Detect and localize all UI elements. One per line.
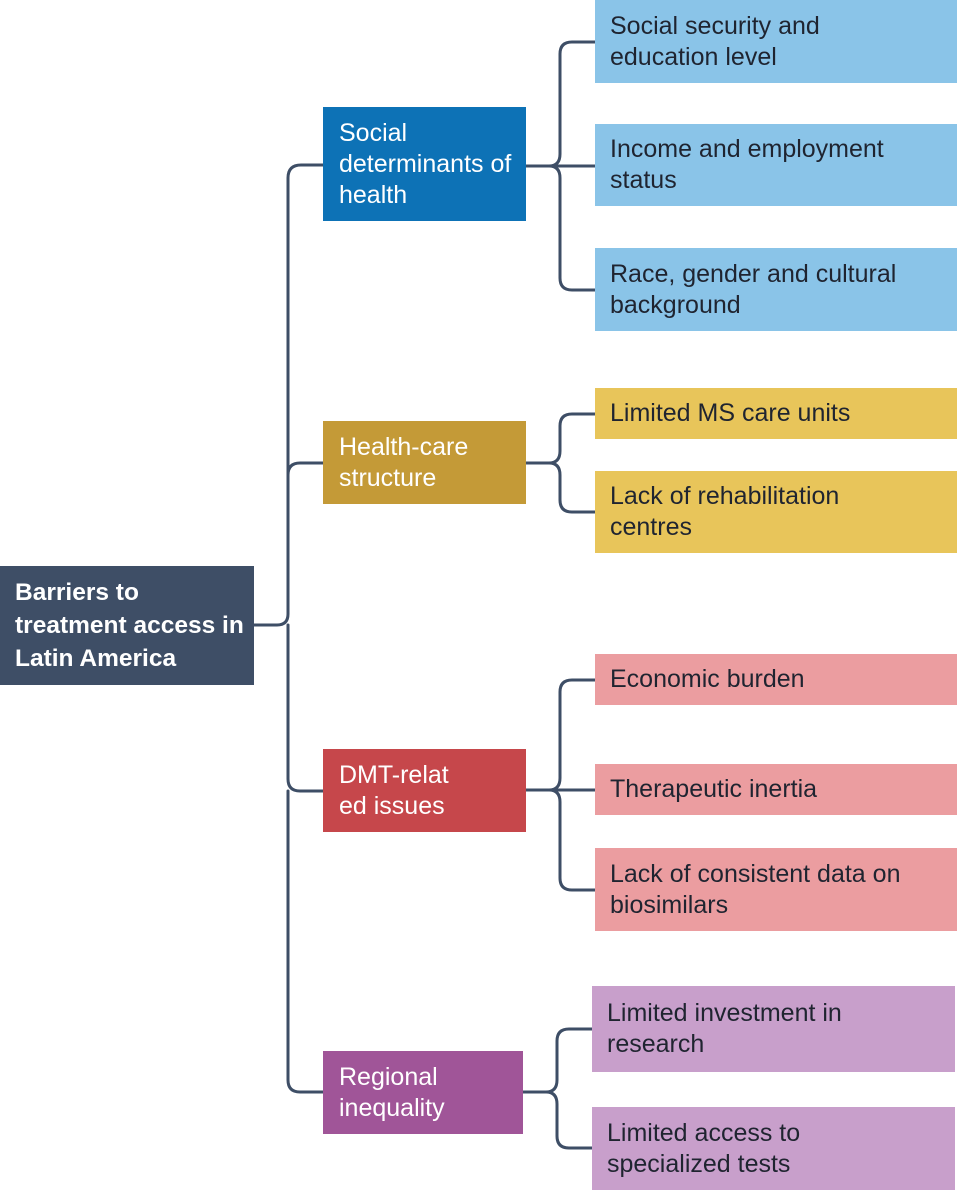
leaf-label: Lack of rehabilitation centres [610, 482, 840, 541]
leaf-node: Economic burden [595, 654, 957, 705]
leaf-label: Social security and education level [610, 11, 820, 71]
leaf-node: Lack of consistent data on biosimilars [595, 848, 957, 931]
leaf-node: Social security and education level [595, 0, 957, 83]
leaf-label: Therapeutic inertia [610, 775, 818, 803]
leaf-label: Income and employment status [610, 135, 884, 194]
category-node-dmt-related-issues: DMT-related issues [323, 749, 526, 832]
category-node-health-care-structure: Health-care structure [323, 421, 526, 504]
leaf-node: Limited investment in research [592, 986, 955, 1072]
leaf-node: Limited access to specialized tests [592, 1107, 955, 1190]
leaf-node: Therapeutic inertia [595, 764, 957, 815]
root-connector-3 [286, 623, 325, 793]
root-node: Barriers to treatment access in Latin Am… [0, 566, 254, 685]
category-node-regional-inequality: Regional inequality [323, 1051, 523, 1134]
category-label: DMT-related issues [339, 760, 449, 820]
leaf-label: Limited investment in research [607, 999, 842, 1058]
root-connector-2 [286, 461, 325, 477]
cat-1-connector [524, 40, 597, 168]
cat-4-connector-2 [544, 1090, 594, 1150]
cat-1-connector-3 [547, 164, 597, 292]
leaf-label: Race, gender and cultural background [610, 259, 897, 319]
cat-2-connector-2 [547, 461, 597, 514]
leaf-node: Lack of rehabilitation centres [595, 471, 957, 553]
leaf-label: Limited MS care units [610, 399, 851, 427]
root-connector [252, 163, 325, 627]
cat-3-connector-3 [547, 788, 597, 892]
category-label: Regional inequality [339, 1062, 445, 1122]
cat-3-connector [524, 678, 597, 792]
category-node-social-determinants: Social determinants of health [323, 107, 526, 221]
leaf-label: Economic burden [610, 665, 805, 693]
cat-4-connector [521, 1027, 594, 1094]
leaf-label: Lack of consistent data on biosimilars [610, 859, 901, 919]
leaf-node: Limited MS care units [595, 388, 957, 439]
root-connector-4 [286, 789, 325, 1094]
leaf-label: Limited access to specialized tests [607, 1118, 801, 1178]
leaf-node: Income and employment status [595, 124, 957, 206]
category-label: Social determinants of health [339, 118, 512, 209]
root-label: Barriers to treatment access in Latin Am… [15, 579, 244, 672]
category-label: Health-care structure [339, 432, 469, 492]
cat-2-connector [524, 412, 597, 465]
leaf-node: Race, gender and cultural background [595, 248, 957, 331]
